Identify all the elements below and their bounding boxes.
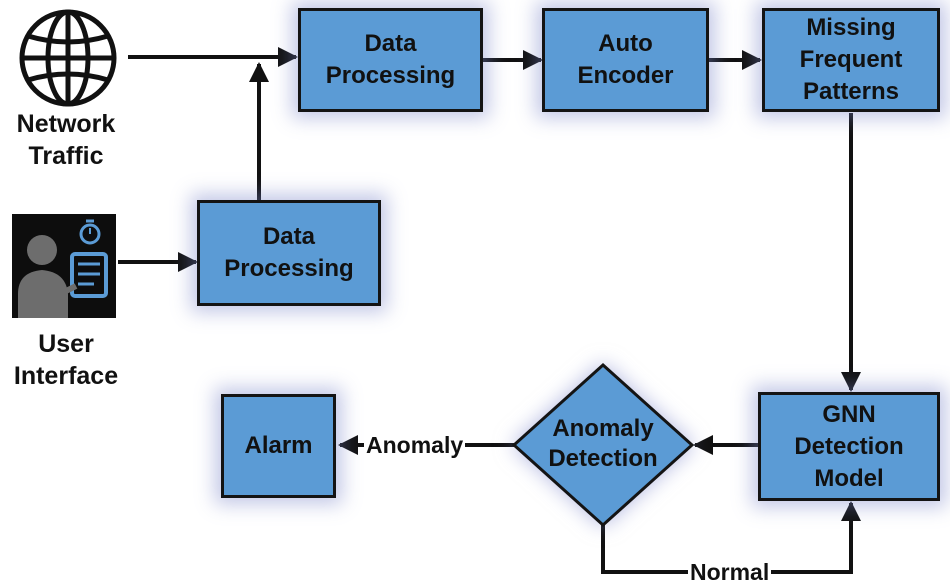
gnn-detection-model-box: GNN Detection Model bbox=[758, 392, 940, 501]
normal-edge-label: Normal bbox=[688, 558, 772, 586]
gnn-detection-model-label: GNN Detection Model bbox=[794, 400, 904, 492]
anomaly-detection-diamond bbox=[511, 362, 695, 528]
missing-frequent-patterns-label: Missing Frequent Patterns bbox=[799, 14, 903, 105]
alarm-label: Alarm bbox=[244, 432, 313, 459]
data-processing-mid-label: Data Processing bbox=[224, 223, 354, 282]
anomaly-detection-label: Anomaly Detection bbox=[548, 415, 658, 472]
network-traffic-label: Network Traffic bbox=[16, 110, 116, 170]
alarm-box: Alarm bbox=[221, 394, 336, 498]
missing-frequent-patterns-box: Missing Frequent Patterns bbox=[762, 8, 940, 112]
data-processing-top-label: Data Processing bbox=[325, 30, 456, 89]
auto-encoder-label: Auto Encoder bbox=[577, 30, 674, 89]
globe-icon bbox=[19, 9, 117, 107]
user-interface-label: User Interface bbox=[13, 330, 119, 390]
data-processing-top-box: Data Processing bbox=[298, 8, 483, 112]
user-interface-icon bbox=[12, 214, 116, 318]
data-processing-mid-box: Data Processing bbox=[197, 200, 381, 306]
anomaly-edge-label: Anomaly bbox=[364, 431, 466, 459]
auto-encoder-box: Auto Encoder bbox=[542, 8, 709, 112]
